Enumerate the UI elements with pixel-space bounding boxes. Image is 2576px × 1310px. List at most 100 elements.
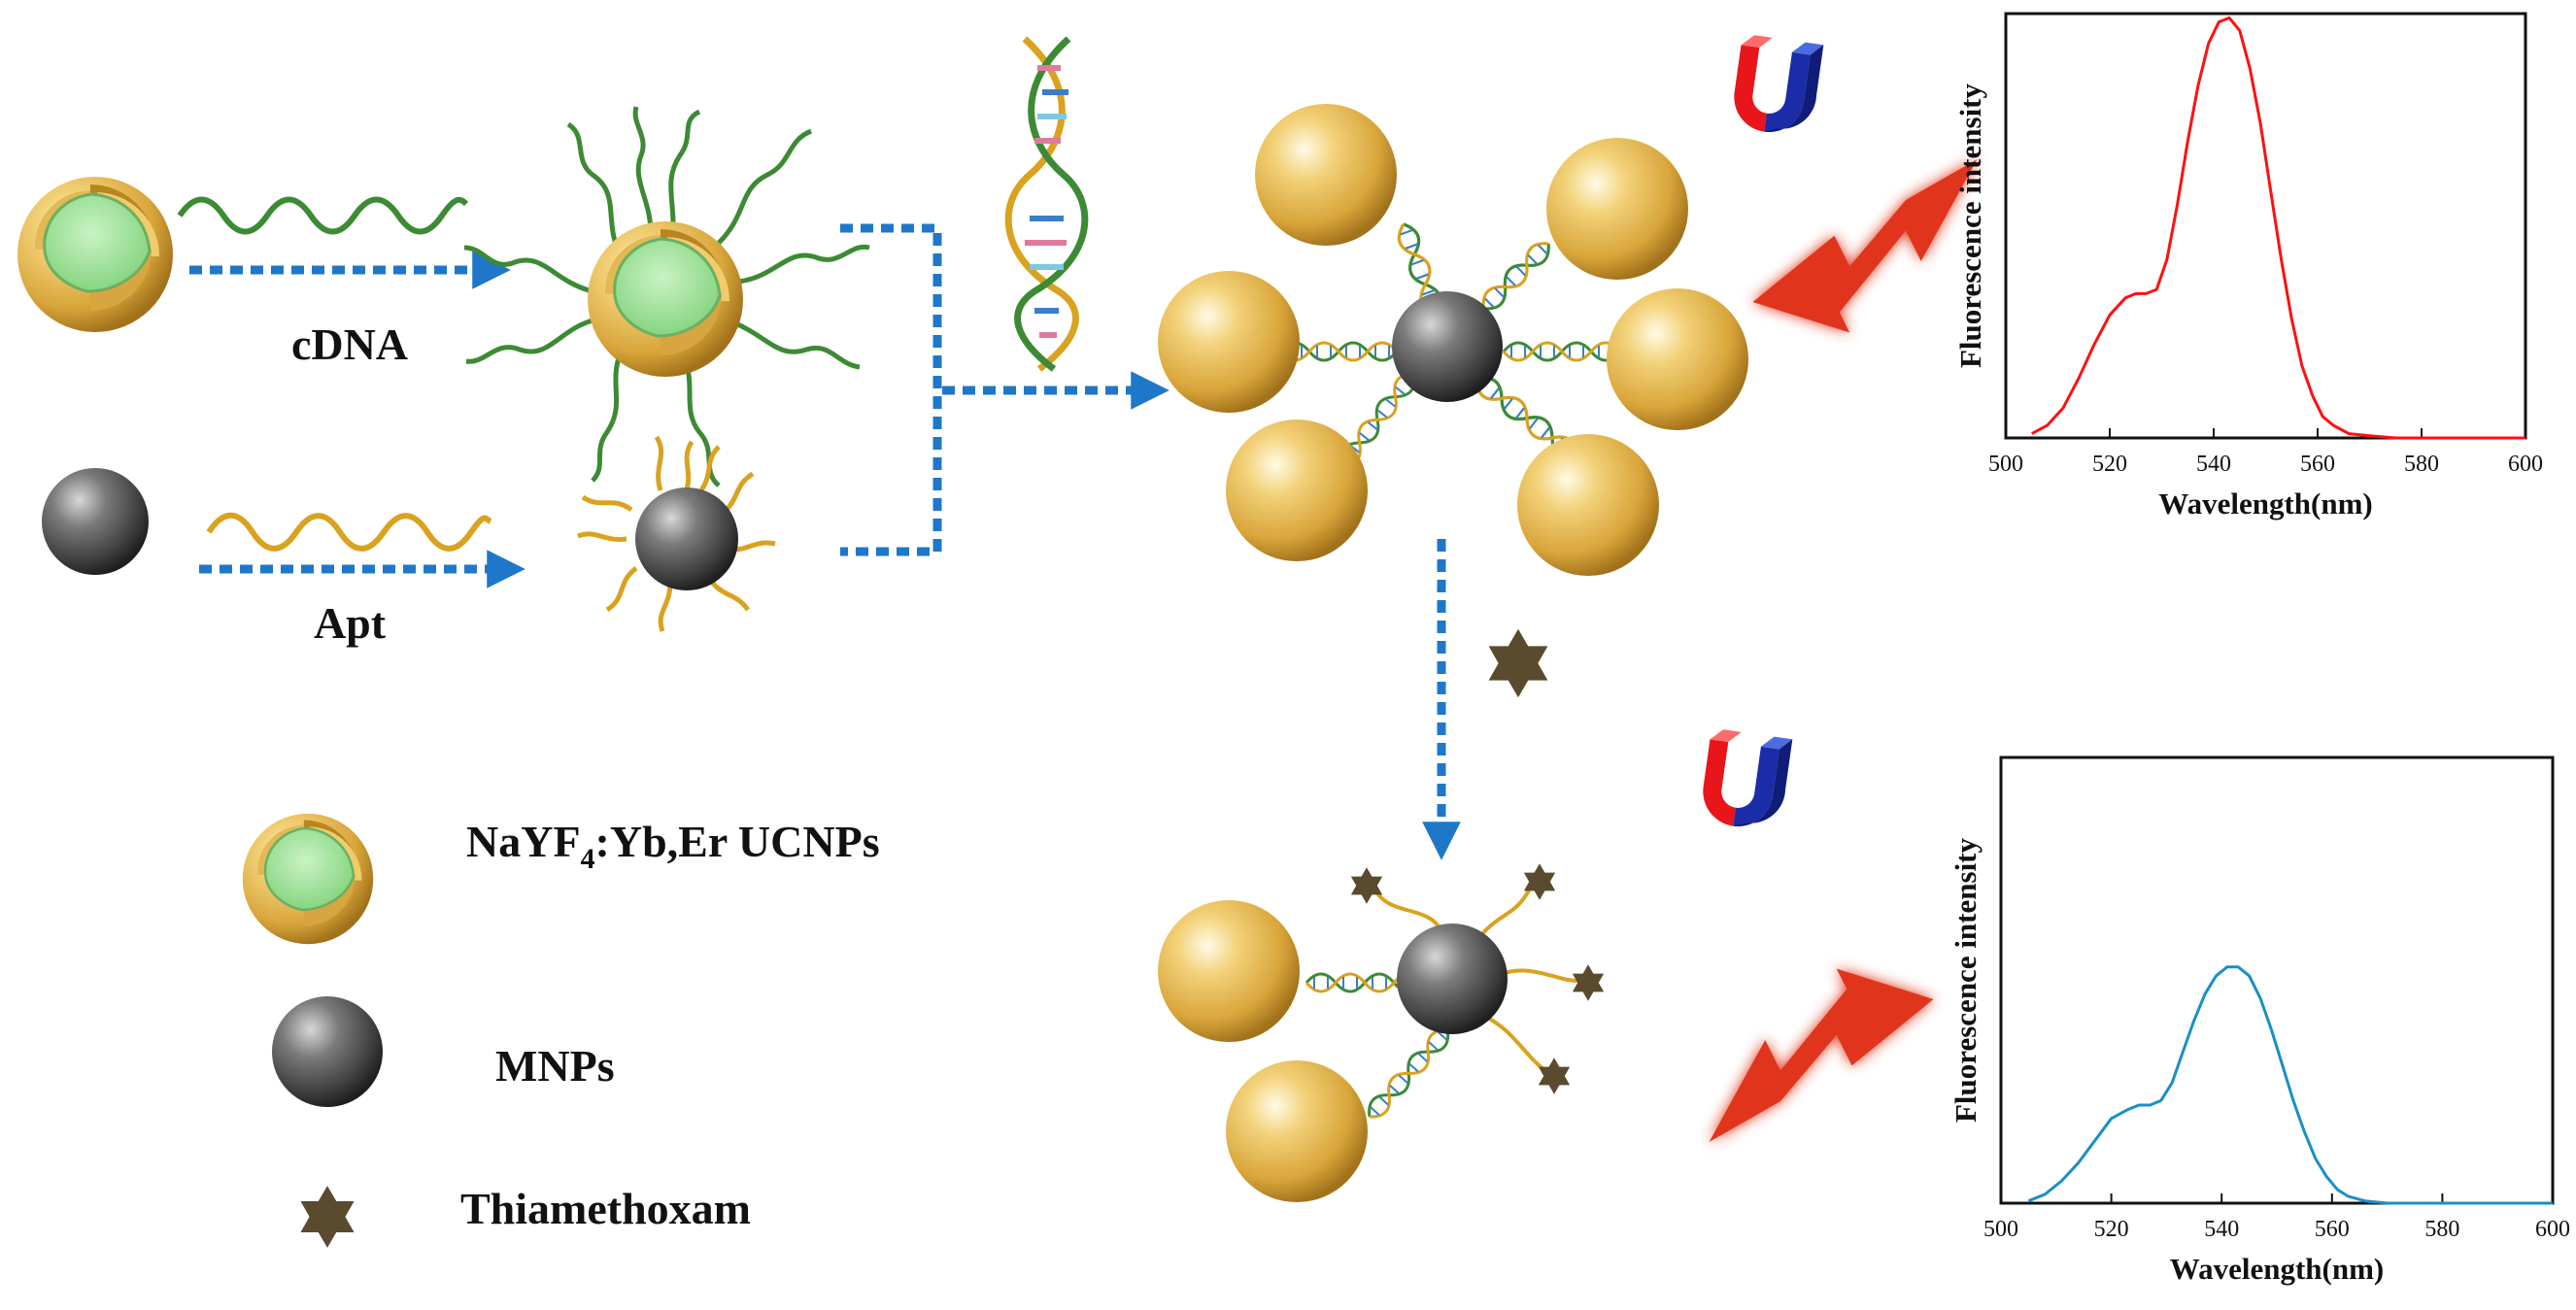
data-point bbox=[2337, 1189, 2339, 1191]
data-point bbox=[2552, 1202, 2554, 1204]
data-point bbox=[2155, 288, 2157, 290]
data-point bbox=[2282, 1064, 2284, 1066]
x-axis-label: Wavelength(nm) bbox=[2170, 1252, 2384, 1286]
ucnp-cdna-conjugate bbox=[463, 106, 870, 487]
data-point bbox=[2045, 1193, 2047, 1195]
x-tick-label: 600 bbox=[2535, 1217, 2570, 1242]
x-tick-label: 580 bbox=[2424, 1217, 2459, 1242]
data-point bbox=[2249, 975, 2251, 977]
data-point bbox=[2183, 1051, 2185, 1053]
data-point bbox=[2177, 204, 2179, 206]
data-point bbox=[2312, 395, 2314, 397]
data-point bbox=[2364, 1200, 2366, 1202]
ucnp-particle-left bbox=[16, 175, 175, 334]
cdna-strand-free bbox=[177, 196, 469, 235]
data-point bbox=[2414, 1202, 2416, 1204]
data-point bbox=[2204, 993, 2206, 995]
data-point bbox=[2047, 424, 2049, 426]
data-point bbox=[2228, 17, 2230, 19]
mnp-particle-left bbox=[42, 468, 149, 575]
apt-label: Apt bbox=[314, 598, 387, 648]
spectrum-line bbox=[2027, 965, 2553, 1205]
y-axis-label: Fluorescence intensity bbox=[1949, 837, 1983, 1123]
dna-helix-icon bbox=[1004, 36, 1089, 372]
data-point bbox=[2208, 43, 2210, 45]
lightning-icon bbox=[1752, 159, 1978, 333]
data-point bbox=[2259, 123, 2261, 125]
data-point bbox=[2473, 437, 2475, 439]
plot-frame bbox=[1999, 756, 2555, 1205]
data-point bbox=[2078, 378, 2080, 380]
x-tick-label: 560 bbox=[2300, 452, 2335, 477]
data-point bbox=[2031, 433, 2033, 435]
data-point bbox=[2395, 437, 2397, 439]
legend-ucnp-icon bbox=[241, 812, 375, 946]
y-axis-label: Fluorescence intensity bbox=[1953, 83, 1987, 368]
lightning-icon-bottom bbox=[1709, 968, 1934, 1142]
data-point bbox=[2525, 437, 2526, 439]
x-axis-label: Wavelength(nm) bbox=[2158, 487, 2372, 521]
data-point bbox=[2093, 344, 2095, 346]
x-tick-label: 580 bbox=[2404, 452, 2439, 477]
magnet-icon bbox=[1729, 33, 1824, 139]
x-tick-label: 600 bbox=[2508, 452, 2543, 477]
x-tick-label: 540 bbox=[2196, 452, 2231, 477]
x-tick-label: 560 bbox=[2315, 1217, 2350, 1242]
data-point bbox=[2219, 21, 2220, 23]
spectrum-line bbox=[2031, 16, 2525, 440]
data-point bbox=[2369, 435, 2371, 437]
data-point bbox=[2150, 1104, 2152, 1106]
data-point bbox=[2127, 1109, 2129, 1111]
data-point bbox=[2160, 1100, 2162, 1102]
data-point bbox=[2325, 1176, 2327, 1178]
data-point bbox=[2187, 140, 2189, 142]
legend-ucnp-label: NaYF4:Yb,Er UCNPs bbox=[466, 817, 880, 875]
legend: NaYF4:Yb,Er UCNPs MNPs Thiamethoxam bbox=[241, 812, 880, 1248]
data-point bbox=[2197, 85, 2199, 87]
data-point bbox=[2135, 293, 2137, 295]
data-point bbox=[2442, 1202, 2444, 1204]
data-point bbox=[2271, 1028, 2273, 1030]
data-point bbox=[2315, 1158, 2317, 1159]
data-point bbox=[2348, 1195, 2350, 1197]
data-point bbox=[2124, 297, 2126, 299]
data-point bbox=[2193, 1020, 2195, 1022]
data-point bbox=[2062, 408, 2064, 410]
assembled-complex-bottom bbox=[1158, 863, 1605, 1202]
x-tick-label: 500 bbox=[1988, 452, 2023, 477]
x-tick-label: 500 bbox=[1983, 1217, 2018, 1242]
data-point bbox=[2387, 1202, 2389, 1204]
data-point bbox=[2301, 365, 2303, 367]
data-point bbox=[2270, 191, 2272, 193]
data-point bbox=[2138, 1104, 2140, 1106]
data-point bbox=[2304, 1131, 2306, 1133]
cdna-label: cDNA bbox=[291, 319, 408, 369]
assembled-complex-top bbox=[1158, 104, 1748, 576]
data-point bbox=[2281, 259, 2283, 261]
data-point bbox=[2291, 319, 2293, 320]
legend-target-icon bbox=[300, 1186, 355, 1248]
data-point bbox=[2166, 259, 2168, 261]
data-point bbox=[2259, 997, 2261, 999]
aptamer-strand-free bbox=[206, 512, 492, 552]
data-point bbox=[2226, 966, 2228, 968]
data-point bbox=[2094, 1140, 2096, 1142]
x-tick-label: 520 bbox=[2092, 452, 2127, 477]
merge-connector bbox=[840, 223, 942, 556]
data-point bbox=[2292, 1100, 2294, 1102]
data-point bbox=[2111, 1118, 2113, 1120]
data-point bbox=[2061, 1180, 2063, 1182]
data-point bbox=[2250, 68, 2252, 70]
mnp-aptamer-conjugate bbox=[577, 435, 776, 632]
data-point bbox=[2171, 1082, 2173, 1084]
data-point bbox=[2028, 1200, 2030, 1202]
data-point bbox=[2216, 975, 2218, 977]
plot-frame bbox=[2004, 12, 2527, 440]
data-point bbox=[2421, 437, 2423, 439]
x-tick-label: 520 bbox=[2094, 1217, 2129, 1242]
data-point bbox=[2332, 424, 2334, 426]
data-point bbox=[2348, 433, 2350, 435]
data-point bbox=[2496, 1202, 2498, 1204]
